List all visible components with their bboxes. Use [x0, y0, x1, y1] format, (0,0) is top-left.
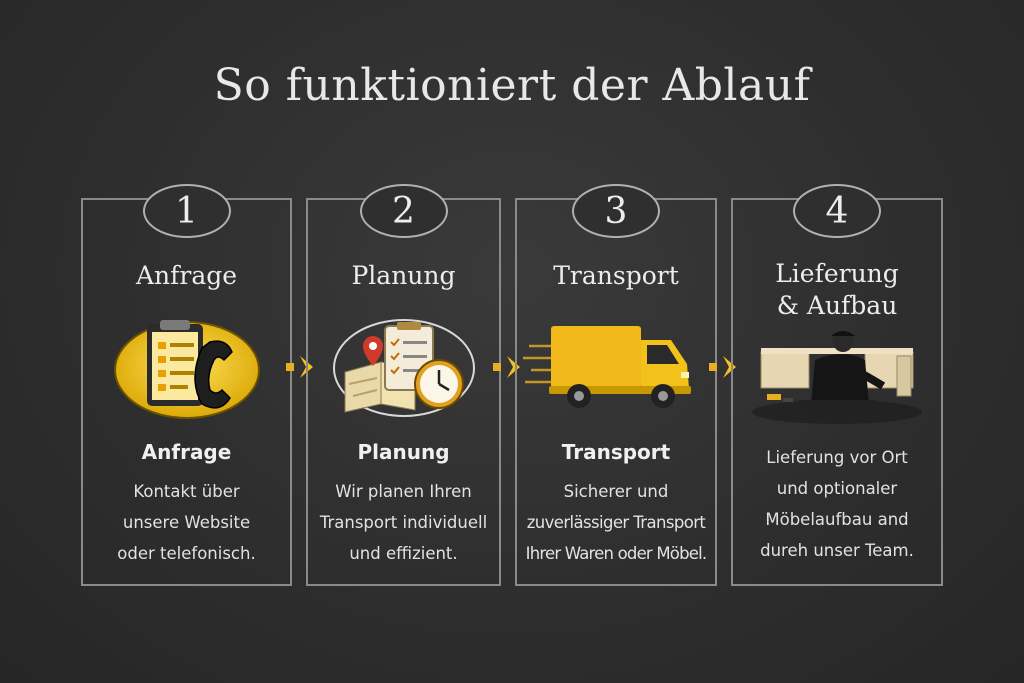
step-number-badge: 1: [142, 184, 231, 238]
chevron-right-icon: [709, 356, 736, 378]
step-title: Anfrage: [135, 261, 238, 290]
step-description: Wir planen Ihren Transport individuell u…: [319, 482, 488, 563]
step-description: Kontakt über unsere Website oder telefon…: [117, 482, 256, 563]
step-title: Transport: [553, 261, 679, 290]
step-heading: Planung: [357, 440, 450, 464]
step-heading: Anfrage: [141, 440, 232, 464]
step-card-lieferung: 4 Lieferung & Aufbau Lieferung vor Ort u…: [731, 184, 943, 586]
step-number-badge: 2: [359, 184, 448, 238]
step-description: Sicherer und zuverlässiger Transport Ihr…: [525, 482, 708, 563]
step-number-badge: 4: [793, 184, 881, 238]
step-number-badge: 3: [572, 184, 660, 238]
step-heading: Transport: [561, 440, 671, 464]
map-checklist-clock-icon: [308, 312, 499, 424]
step-card-planung: 2 Planung Planung Wir planen Ihren Trans…: [306, 184, 501, 586]
clipboard-phone-icon: [83, 312, 290, 424]
step-card-transport: 3 Transport Transport Sicherer und zuver…: [515, 184, 717, 586]
delivery-van-icon: [517, 312, 715, 424]
furniture-assembly-icon: [733, 312, 941, 424]
page-title: So funktioniert der Ablauf: [213, 60, 811, 111]
step-title: Lieferung & Aufbau: [775, 259, 899, 320]
step-description: Lieferung vor Ort und optionaler Möbelau…: [760, 448, 914, 560]
step-title: Planung: [351, 261, 456, 290]
step-card-anfrage: 1 Anfrage Anfrage Kontakt über unsere We…: [81, 184, 292, 586]
chevron-right-icon: [493, 356, 520, 378]
